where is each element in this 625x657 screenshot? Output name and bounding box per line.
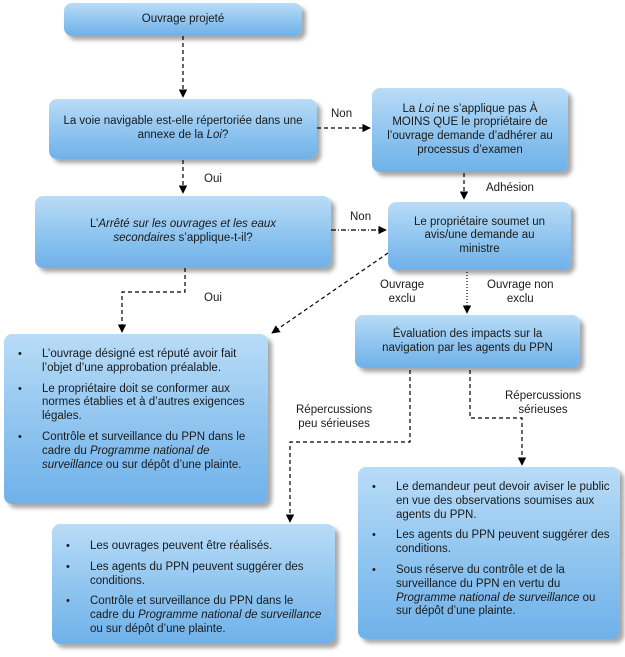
list-item: Le propriétaire doit se conformer aux no… [16, 383, 258, 424]
node-repercussions-peu-serieuses-list: Les ouvrages peuvent être réalisés. Les … [52, 524, 335, 644]
node-evaluation-impacts-text: Évaluation des impacts sur la navigation… [382, 327, 553, 354]
list-item: Contrôle et surveillance du PPN dans le … [16, 431, 258, 472]
node-ouvrage-projete: Ouvrage projeté [64, 3, 302, 36]
list-item: Sous réserve du contrôle et de la survei… [370, 564, 610, 619]
arrow-eval-serieuses-to-serious [469, 370, 527, 466]
node-question-arrete-text: L’Arrêté sur les ouvrages et les eaux se… [89, 218, 277, 244]
node-proprietaire-soumet: Le propriétaire soumet un avis/une deman… [388, 202, 571, 270]
label-oui-q1: Oui [204, 173, 222, 185]
list-item: Les ouvrages peuvent être réalisés. [64, 540, 325, 554]
list-item: Contrôle et surveillance du PPN dans le … [64, 595, 325, 636]
node-repercussions-serieuses-list: Le demandeur peut devoir aviser le publi… [358, 467, 620, 639]
node-ouvrage-designe-list: L’ouvrage désigné est réputé avoir fait … [4, 334, 268, 504]
node-question-arrete: L’Arrêté sur les ouvrages et les eaux se… [35, 196, 331, 268]
node-question-voie-navigable-text: La voie navigable est-elle répertoriée d… [63, 115, 303, 141]
label-adhesion: Adhésion [486, 182, 534, 194]
list-item: Les agents du PPN peuvent suggérer des c… [64, 561, 325, 589]
node-loi-ne-s-applique-pas: La Loi ne s’applique pas À MOINS QUE le … [372, 88, 568, 172]
node-proprietaire-soumet-text: Le propriétaire soumet un avis/une deman… [413, 215, 546, 255]
arrow-q2-oui-to-designated [117, 268, 186, 333]
label-non-q2: Non [350, 211, 372, 223]
label-non-q1: Non [331, 108, 353, 120]
node-question-voie-navigable: La voie navigable est-elle répertoriée d… [49, 99, 317, 159]
label-oui-q2: Oui [204, 292, 222, 304]
list-item: Le demandeur peut devoir aviser le publi… [370, 481, 610, 522]
list-item: Les agents du PPN peuvent suggérer des c… [370, 529, 610, 557]
node-ouvrage-projete-text: Ouvrage projeté [141, 12, 225, 25]
list-item: L’ouvrage désigné est réputé avoir fait … [16, 348, 258, 376]
arrow-eval-peu-to-minor [285, 370, 411, 523]
node-evaluation-impacts: Évaluation des impacts sur la navigation… [355, 315, 580, 368]
arrow-owner-exclu-to-designated [271, 252, 389, 334]
node-loi-text: La Loi ne s’applique pas À MOINS QUE le … [387, 102, 553, 156]
